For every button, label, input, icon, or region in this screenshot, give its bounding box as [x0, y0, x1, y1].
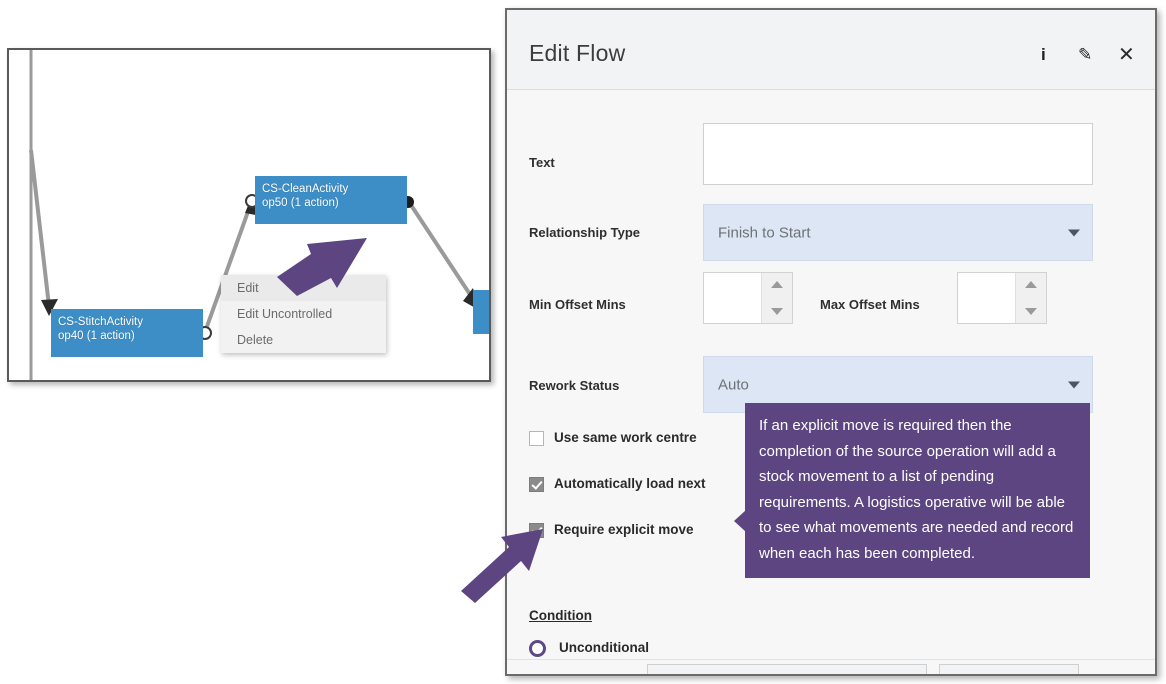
page-title: Edit Flow — [529, 40, 626, 66]
context-menu-item-edit-uncontrolled[interactable]: Edit Uncontrolled — [237, 307, 333, 321]
max-offset-stepper[interactable] — [957, 272, 1047, 324]
context-menu-item-delete[interactable]: Delete — [237, 333, 274, 347]
checkbox-box[interactable] — [529, 477, 544, 492]
node-title: CS-CleanActivity — [262, 183, 349, 195]
checkbox-label: Automatically load next — [554, 476, 706, 491]
text-input[interactable] — [703, 123, 1093, 185]
diagram-node-partial-right[interactable] — [473, 290, 489, 334]
relationship-type-label: Relationship Type — [529, 225, 640, 240]
text-field-label: Text — [529, 155, 555, 170]
dialog-body: Text Relationship Type Finish to Start M… — [507, 91, 1155, 674]
workflow-diagram-panel[interactable]: CS-CleanActivity op50 (1 action) CS-Stit… — [7, 48, 491, 382]
checkbox-box[interactable] — [529, 431, 544, 446]
checkbox-label: Require explicit move — [554, 522, 694, 537]
max-offset-label: Max Offset Mins — [820, 297, 920, 312]
spinner-up-icon[interactable] — [771, 281, 783, 288]
min-offset-stepper[interactable] — [703, 272, 793, 324]
rework-status-label: Rework Status — [529, 378, 620, 393]
node-detail: op50 (1 action) — [262, 197, 339, 209]
chevron-down-icon — [1068, 381, 1080, 388]
tooltip-require-explicit-move: If an explicit move is required then the… — [745, 403, 1090, 578]
close-icon[interactable]: ✕ — [1118, 44, 1135, 66]
min-offset-spinner-buttons[interactable] — [761, 273, 792, 323]
relationship-type-value: Finish to Start — [718, 224, 811, 241]
min-offset-label: Min Offset Mins — [529, 297, 626, 312]
relationship-type-select[interactable]: Finish to Start — [703, 204, 1093, 261]
annotation-arrow-edit — [277, 238, 367, 296]
diagram-node-stitch-activity[interactable]: CS-StitchActivity op40 (1 action) — [51, 309, 203, 357]
checkbox-label: Use same work centre — [554, 430, 697, 445]
max-offset-input[interactable] — [958, 273, 1016, 323]
node-detail: op40 (1 action) — [58, 330, 135, 342]
rework-status-value: Auto — [718, 376, 749, 393]
footer-primary-button[interactable] — [647, 664, 927, 674]
spinner-down-icon[interactable] — [1025, 308, 1037, 315]
node-title: CS-StitchActivity — [58, 316, 143, 328]
condition-heading: Condition — [529, 608, 592, 623]
info-icon[interactable]: i — [1041, 45, 1046, 64]
diagram-node-clean-activity[interactable]: CS-CleanActivity op50 (1 action) — [255, 176, 407, 224]
dialog-header: Edit Flow i ✎ ✕ — [507, 10, 1155, 90]
radio-label: Unconditional — [559, 640, 649, 655]
chevron-down-icon — [1068, 229, 1080, 236]
spinner-down-icon[interactable] — [771, 308, 783, 315]
dialog-footer — [507, 659, 1155, 674]
footer-secondary-button[interactable] — [939, 664, 1079, 674]
tooltip-pointer-icon — [734, 510, 746, 532]
spinner-up-icon[interactable] — [1025, 281, 1037, 288]
annotation-arrow-require-explicit-move — [461, 529, 543, 603]
min-offset-input[interactable] — [704, 273, 762, 323]
max-offset-spinner-buttons[interactable] — [1015, 273, 1046, 323]
edit-pencil-icon[interactable]: ✎ — [1078, 45, 1093, 64]
radio-button[interactable] — [529, 640, 546, 657]
